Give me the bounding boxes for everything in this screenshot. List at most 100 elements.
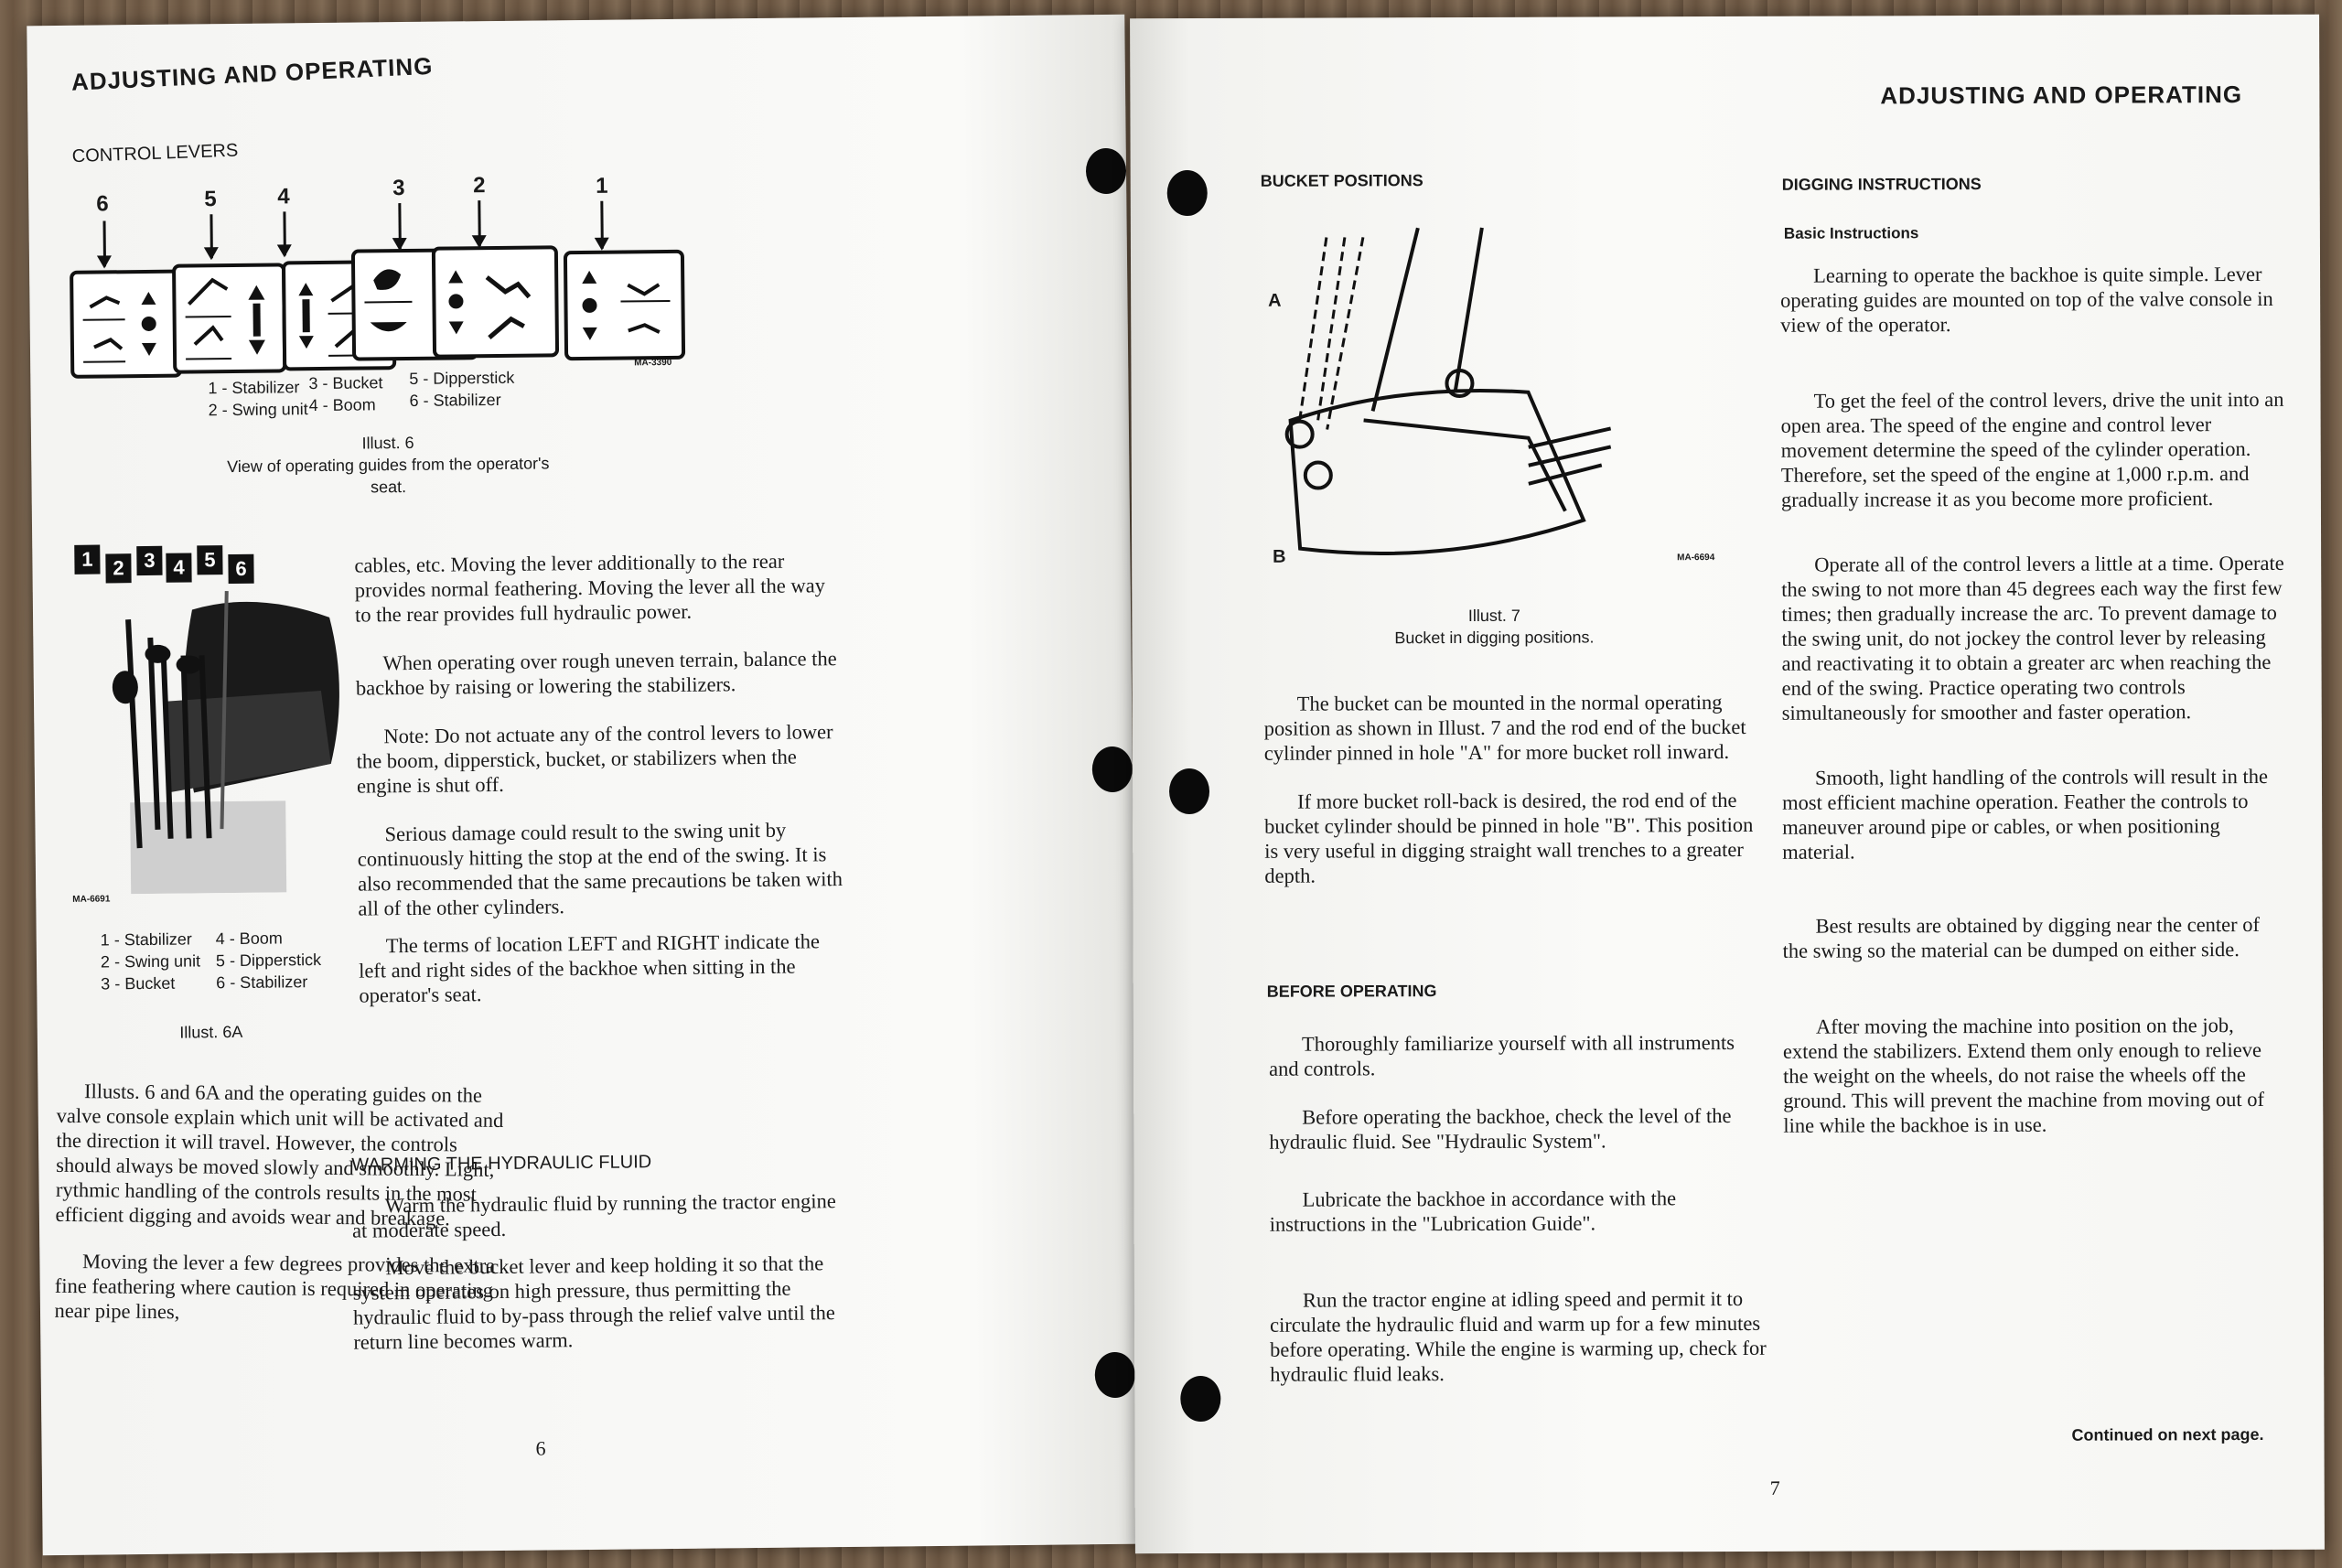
- operator-seat-photo: [72, 535, 350, 895]
- legend-item: 6 - Stabilizer: [409, 390, 501, 410]
- swing-unit-guide-icon: [448, 270, 532, 339]
- left-page: ADJUSTING AND OPERATING CONTROL LEVERS 6…: [27, 14, 1141, 1556]
- page-number: 7: [1769, 1476, 1780, 1499]
- figure-code: MA-6691: [72, 894, 111, 905]
- bucket-illustration: [1284, 227, 1612, 556]
- arrow-down-icon: [283, 211, 286, 256]
- label-a: A: [1268, 290, 1282, 311]
- legend-item: 5 - Dipperstick: [215, 950, 322, 971]
- paragraph: When operating over rough uneven terrain…: [355, 647, 837, 700]
- paragraph: After moving the machine into position o…: [1782, 1014, 2264, 1137]
- right-page: ADJUSTING AND OPERATING BUCKET POSITIONS…: [1130, 14, 2325, 1554]
- digging-text: Learning to operate the backhoe is quite…: [1780, 262, 2290, 1138]
- binder-hole: [1168, 768, 1210, 815]
- seat-tag-1: 1: [74, 544, 101, 575]
- middle-column-text: cables, etc. Moving the lever additional…: [354, 548, 843, 1008]
- paragraph: Move the bucket lever and keep holding i…: [352, 1251, 835, 1354]
- stabilizer-guide-icon: [82, 291, 156, 363]
- paragraph: Run the tractor engine at idling speed a…: [1270, 1286, 1767, 1386]
- figure-title: Illust. 7: [1467, 606, 1520, 625]
- paragraph: Thoroughly familiarize yourself with all…: [1269, 1030, 1735, 1080]
- arrow-down-icon: [398, 203, 402, 250]
- guide-number-6: 6: [96, 191, 109, 217]
- legend-item: 4 - Boom: [215, 929, 283, 949]
- continued-note: Continued on next page.: [2071, 1424, 2264, 1444]
- legend-item: 1 - Stabilizer: [100, 929, 192, 950]
- guide-number-4: 4: [277, 184, 290, 209]
- section-heading-digging-instructions: DIGGING INSTRUCTIONS: [1781, 175, 1982, 194]
- section-heading-bucket-positions: BUCKET POSITIONS: [1260, 171, 1423, 190]
- paragraph: cables, etc. Moving the lever additional…: [354, 549, 826, 627]
- paragraph: Learning to operate the backhoe is quite…: [1780, 262, 2273, 337]
- seat-legend-col2: 4 - Boom 5 - Dipperstick 6 - Stabilizer: [216, 927, 322, 993]
- paragraph: Operate all of the control levers a litt…: [1781, 551, 2284, 725]
- guide-legend-col2: 3 - Bucket 4 - Boom: [308, 371, 383, 416]
- paragraph: The terms of location LEFT and RIGHT ind…: [358, 929, 820, 1007]
- arrow-down-icon: [209, 214, 213, 259]
- paragraph: To get the feel of the control levers, d…: [1780, 387, 2284, 511]
- legend-item: 6 - Stabilizer: [216, 972, 308, 993]
- legend-item: 4 - Boom: [308, 395, 376, 415]
- seat-and-levers-illustration: [112, 591, 339, 895]
- paragraph: Serious damage could result to the swing…: [357, 818, 843, 920]
- guide-number-3: 3: [392, 176, 405, 201]
- bucket-text: The bucket can be mounted in the normal …: [1264, 690, 1759, 888]
- seat-tag-6: 6: [228, 553, 254, 585]
- subheading-basic-instructions: Basic Instructions: [1783, 224, 1919, 242]
- operating-guide-5: [172, 263, 287, 374]
- page-header: ADJUSTING AND OPERATING: [1880, 81, 2243, 110]
- seat-tag-5: 5: [197, 545, 223, 575]
- guide-number-2: 2: [472, 173, 486, 199]
- label-b: B: [1273, 546, 1286, 567]
- guide-legend-col1: 1 - Stabilizer 2 - Swing unit: [208, 376, 308, 421]
- figure-caption-text: Bucket in digging positions.: [1394, 628, 1595, 648]
- figure-caption-text: View of operating guides from the operat…: [227, 454, 550, 497]
- seat-tag-2: 2: [105, 553, 132, 584]
- bucket-diagram: [1253, 209, 1712, 595]
- figure-code: MA-3390: [634, 357, 672, 369]
- legend-item: 5 - Dipperstick: [409, 368, 515, 388]
- stabilizer-guide-icon: [582, 270, 671, 340]
- operating-guide-6: [70, 269, 183, 379]
- before-operating-text: Thoroughly familiarize yourself with all…: [1269, 1030, 1769, 1387]
- paragraph: Before operating the backhoe, check the …: [1269, 1103, 1732, 1154]
- warming-text: Warm the hydraulic fluid by running the …: [352, 1188, 848, 1355]
- paragraph: Smooth, light handling of the controls w…: [1782, 764, 2268, 864]
- figure-title: Illust. 6A: [179, 1022, 243, 1042]
- legend-item: 3 - Bucket: [308, 373, 383, 393]
- dipperstick-guide-icon: [185, 277, 265, 360]
- seat-tag-3: 3: [136, 545, 163, 576]
- legend-item: 3 - Bucket: [101, 973, 176, 993]
- figure-code: MA-6694: [1677, 553, 1715, 564]
- section-heading-warming: WARMING THE HYDRAULIC FLUID: [351, 1152, 652, 1176]
- binder-hole: [1091, 746, 1133, 793]
- paragraph: Warm the hydraulic fluid by running the …: [351, 1189, 836, 1242]
- section-heading-control-levers: CONTROL LEVERS: [71, 140, 239, 167]
- operating-guide-2: [431, 245, 560, 359]
- guide-number-1: 1: [596, 173, 608, 199]
- page-header: ADJUSTING AND OPERATING: [70, 51, 434, 96]
- binder-hole: [1180, 1375, 1221, 1423]
- seat-legend-col1: 1 - Stabilizer 2 - Swing unit 3 - Bucket: [101, 928, 201, 994]
- binder-hole: [1094, 1351, 1136, 1399]
- paragraph: If more bucket roll-back is desired, the…: [1264, 788, 1754, 887]
- paragraph: Lubricate the backhoe in accordance with…: [1269, 1187, 1677, 1236]
- arrow-down-icon: [600, 200, 604, 249]
- arrow-down-icon: [102, 220, 107, 267]
- guide-legend-col3: 5 - Dipperstick 6 - Stabilizer: [409, 367, 515, 412]
- legend-item: 2 - Swing unit: [100, 951, 201, 972]
- paragraph: The bucket can be mounted in the normal …: [1263, 691, 1746, 765]
- arrow-down-icon: [478, 200, 481, 247]
- legend-item: 1 - Stabilizer: [208, 378, 300, 398]
- figure-caption: Illust. 7 Bucket in digging positions.: [1357, 604, 1631, 649]
- binder-hole: [1085, 147, 1127, 195]
- note-paragraph: Note: Do not actuate any of the control …: [356, 720, 833, 798]
- figure-caption: Illust. 6 View of operating guides from …: [214, 430, 563, 499]
- binder-hole: [1166, 169, 1208, 217]
- section-heading-before-operating: BEFORE OPERATING: [1266, 982, 1437, 1001]
- operating-guide-1: [563, 249, 686, 361]
- paragraph: Best results are obtained by digging nea…: [1782, 912, 2261, 962]
- seat-tag-4: 4: [166, 553, 192, 583]
- legend-item: 2 - Swing unit: [208, 400, 308, 420]
- guide-number-5: 5: [204, 187, 217, 212]
